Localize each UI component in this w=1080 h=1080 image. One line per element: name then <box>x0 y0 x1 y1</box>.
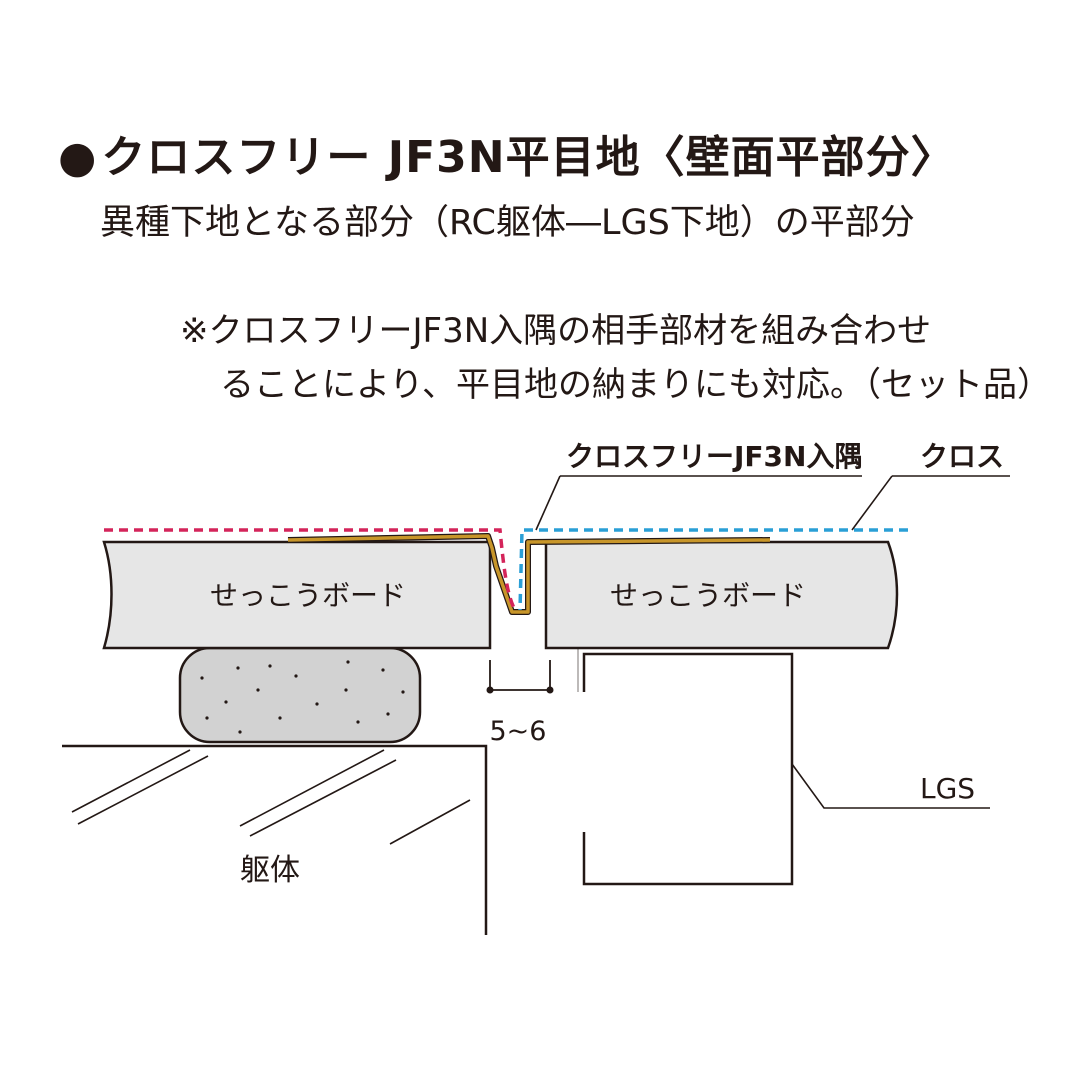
lgs-stud <box>582 652 794 886</box>
adhesive-block <box>178 646 422 744</box>
joint-part-label: クロスフリーJF3N入隅 <box>566 440 862 473</box>
concrete-label: 躯体 <box>240 853 300 888</box>
callout-joint: クロスフリーJF3N入隅 <box>535 440 862 531</box>
board-left-label: せっこうボード <box>210 579 406 612</box>
note-text: ※クロスフリーJF3N入隅の相手部材を組み合わせ ることにより、平目地の納まりに… <box>180 304 1051 412</box>
title-bullet: ● <box>58 132 98 183</box>
concrete-hatch <box>71 749 471 845</box>
gap-dimension: 5~6 <box>486 660 554 747</box>
cloth-left <box>104 528 516 609</box>
board-right-label: せっこうボード <box>610 579 806 612</box>
callout-cloth: クロス <box>851 440 1010 531</box>
concrete-body <box>62 744 488 935</box>
note-line-2: ることにより、平目地の納まりにも対応。（セット品） <box>220 365 1051 405</box>
diagram-title: ●クロスフリー JF3N平目地〈壁面平部分〉 <box>58 136 956 180</box>
gypsum-board-right: せっこうボード <box>544 540 899 650</box>
cloth-label: クロス <box>920 440 1004 473</box>
title-text: クロスフリー JF3N平目地〈壁面平部分〉 <box>101 132 956 183</box>
note-line-1: ※クロスフリーJF3N入隅の相手部材を組み合わせ <box>180 311 932 351</box>
lgs-label: LGS <box>920 772 975 805</box>
callout-lgs: LGS <box>791 763 990 809</box>
diagram-subtitle: 異種下地となる部分（RC躯体―LGS下地）の平部分 <box>100 203 915 243</box>
jf3n-joint-part <box>287 533 771 615</box>
gap-dimension-label: 5~6 <box>490 716 547 747</box>
cloth-right <box>518 528 908 611</box>
gypsum-board-left: せっこうボード <box>102 540 492 650</box>
